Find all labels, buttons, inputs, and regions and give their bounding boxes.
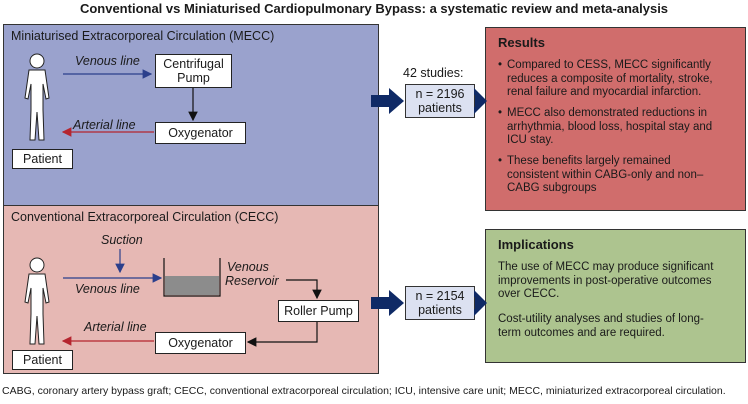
results-bullet-2-line-1: MECC also demonstrated reductions in [507, 107, 708, 119]
mecc-oxygenator-box: Oxygenator [155, 122, 246, 144]
mecc-to-count-arrow [371, 88, 404, 114]
cecc-to-count-arrow [371, 290, 404, 316]
suction-label: Suction [101, 233, 143, 247]
venous-reservoir-icon [163, 258, 221, 297]
results-panel: Results • Compared to CESS, MECC signifi… [485, 27, 746, 211]
mecc-patient-figure-icon [24, 53, 50, 141]
results-bullet-1: • Compared to CESS, MECC significantly r… [498, 59, 713, 98]
results-bullet-3: • These benefits largely remained consis… [498, 155, 704, 194]
cecc-n-value: n = 2154 [415, 289, 465, 303]
results-bullet-2-line-3: ICU stay. [507, 134, 554, 146]
implications-paragraph-1-line-1: The use of MECC may produce significant [498, 261, 714, 273]
results-heading: Results [498, 35, 545, 50]
results-bullet-2: • MECC also demonstrated reductions in a… [498, 107, 713, 146]
mecc-n-value: n = 2196 [415, 87, 465, 101]
results-bullet-1-line-2: reduces a composite of mortality, stroke… [507, 72, 713, 85]
cecc-n-unit: patients [418, 303, 462, 317]
count-to-results-arrow [474, 88, 487, 114]
mecc-arterial-line-label: Arterial line [73, 118, 136, 132]
venous-reservoir-label-line2: Reservoir [225, 274, 279, 288]
figure-title: Conventional vs Miniaturised Cardiopulmo… [79, 1, 669, 16]
implications-paragraph-1-line-3: over CECC. [498, 288, 560, 300]
mecc-patient-box: Patient [12, 149, 73, 169]
cecc-n-box: n = 2154 patients [405, 286, 475, 320]
reservoir-to-pump-arrow [286, 279, 322, 300]
mecc-venous-line-label: Venous line [75, 54, 140, 68]
cecc-patient-box: Patient [12, 350, 73, 370]
implications-panel: Implications The use of MECC may produce… [485, 229, 746, 363]
implications-paragraph-2-line-2: term outcomes and are required. [498, 326, 665, 339]
implications-paragraph-1-line-2: improvements in post-operative outcomes [498, 274, 712, 287]
implications-paragraph-2: Cost-utility analyses and studies of lon… [498, 313, 704, 340]
implications-paragraph-1: The use of MECC may produce significant … [498, 261, 713, 302]
implications-heading: Implications [498, 237, 574, 252]
results-bullet-1-line-3: renal failure and myocardial infarction. [507, 86, 702, 98]
mecc-n-box: n = 2196 patients [405, 84, 475, 118]
cecc-oxygenator-box: Oxygenator [155, 332, 246, 354]
results-bullet-3-line-1: These benefits largely remained [507, 155, 671, 167]
cecc-title: Conventional Extracorporeal Circulation … [11, 210, 279, 224]
results-bullet-3-line-2: consistent within CABG-only and non– [507, 168, 704, 181]
pump-to-oxygenator-arrow [246, 322, 318, 347]
studies-label: 42 studies: [403, 66, 464, 80]
centrifugal-pump-box: Centrifugal Pump [155, 54, 232, 88]
venous-reservoir-label-line1: Venous [227, 260, 269, 274]
count-to-implications-arrow [474, 290, 487, 316]
cecc-patient-figure-icon [24, 257, 50, 345]
centrifugal-pump-label-line2: Pump [177, 71, 210, 85]
implications-paragraph-2-line-1: Cost-utility analyses and studies of lon… [498, 313, 704, 325]
footnote: CABG, coronary artery bypass graft; CECC… [2, 385, 726, 397]
results-bullet-1-line-1: Compared to CESS, MECC significantly [507, 59, 711, 71]
cecc-arterial-line-label: Arterial line [84, 320, 147, 334]
mecc-n-unit: patients [418, 101, 462, 115]
results-bullet-3-line-3: CABG subgroups [507, 182, 597, 194]
centrifugal-pump-label-line1: Centrifugal [163, 57, 224, 71]
cecc-venous-line-label: Venous line [75, 282, 140, 296]
mecc-title: Miniaturised Extracorporeal Circulation … [11, 29, 275, 43]
results-bullet-2-line-2: arrhythmia, blood loss, hospital stay an… [507, 120, 713, 133]
roller-pump-box: Roller Pump [278, 300, 359, 322]
